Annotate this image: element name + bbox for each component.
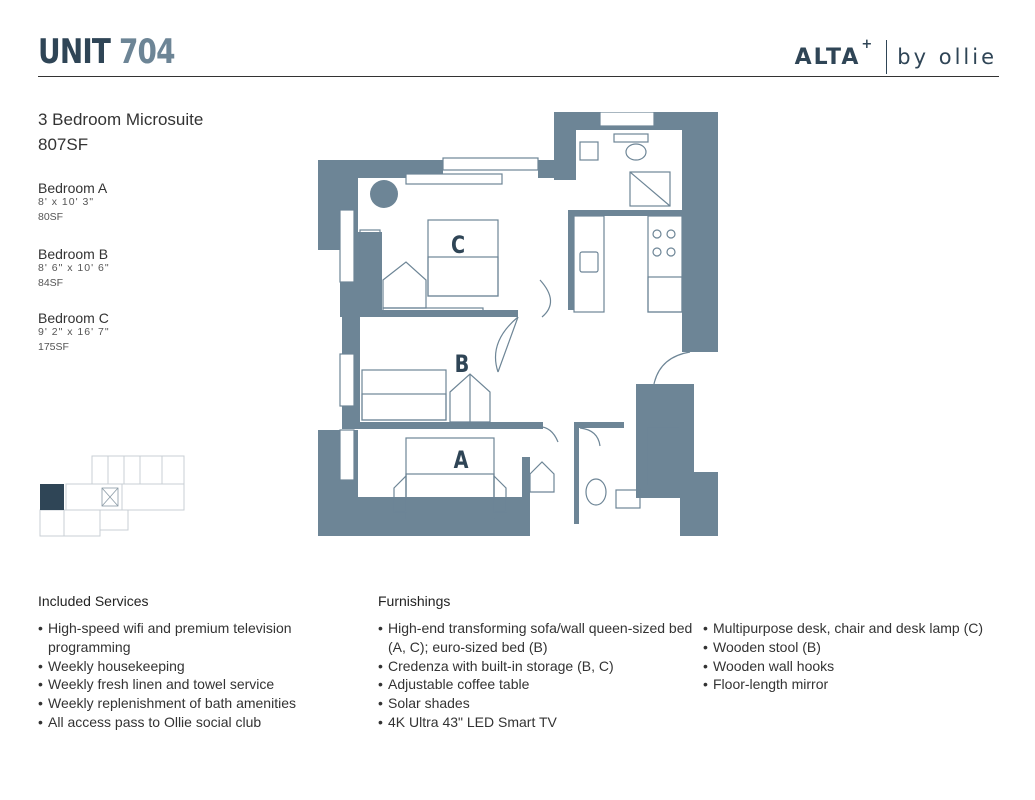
- plan-walls: [318, 112, 718, 536]
- furnishings-list-2: Multipurpose desk, chair and desk lamp (…: [703, 619, 1003, 694]
- unit-title: UNIT 704: [38, 32, 176, 72]
- unit-number: 704: [118, 32, 176, 72]
- list-item: All access pass to Ollie social club: [38, 713, 358, 732]
- bedroom-c-spec: Bedroom C 9' 2" x 16' 7" 175SF: [38, 310, 110, 353]
- list-item: Wooden stool (B): [703, 638, 1003, 657]
- bedroom-dims: 9' 2" x 16' 7": [38, 326, 110, 338]
- list-item: (A, C); euro-sized bed (B): [388, 638, 548, 655]
- suite-area: 807SF: [38, 135, 89, 154]
- list-item: Solar shades: [378, 694, 708, 713]
- list-item: Credenza with built-in storage (B, C): [378, 657, 708, 676]
- list-item: Wooden wall hooks: [703, 657, 1003, 676]
- suite-type: 3 Bedroom Microsuite: [38, 110, 204, 129]
- list-item: Multipurpose desk, chair and desk lamp (…: [703, 619, 1003, 638]
- list-item: Adjustable coffee table: [378, 675, 708, 694]
- list-item: High-speed wifi and premium television: [38, 619, 358, 638]
- brand-plus: +: [861, 36, 875, 52]
- header-rule: [38, 76, 999, 77]
- room-label-c: C: [451, 232, 465, 260]
- list-item: Weekly replenishment of bath amenities: [38, 694, 358, 713]
- list-item: programming: [48, 638, 131, 655]
- bedroom-b-spec: Bedroom B 8' 6" x 10' 6" 84SF: [38, 246, 110, 289]
- bedroom-area: 84SF: [38, 277, 64, 289]
- bedroom-name: Bedroom C: [38, 310, 109, 326]
- furnishings-list-1: High-end transforming sofa/wall queen-si…: [378, 619, 708, 732]
- bedroom-name: Bedroom A: [38, 180, 108, 196]
- services-list: High-speed wifi and premium television p…: [38, 619, 358, 732]
- list-item: High-end transforming sofa/wall queen-si…: [378, 619, 708, 638]
- brand-logo: ALTA+ by ollie: [794, 36, 997, 74]
- furnishings-title: Furnishings: [378, 593, 451, 609]
- floor-plan: C B A: [318, 112, 718, 536]
- unit-label: UNIT: [38, 32, 111, 72]
- bedroom-a-spec: Bedroom A 8' x 10' 3" 80SF: [38, 180, 107, 223]
- list-item: Weekly housekeeping: [38, 657, 358, 676]
- unit-location-marker: [40, 484, 64, 510]
- bedroom-name: Bedroom B: [38, 246, 109, 262]
- brand-name: ALTA+: [794, 36, 875, 70]
- bedroom-dims: 8' x 10' 3": [38, 196, 95, 208]
- room-label-a: A: [454, 447, 469, 475]
- list-item: 4K Ultra 43" LED Smart TV: [378, 713, 708, 732]
- brand-sub: by ollie: [897, 45, 997, 69]
- brand-divider: [886, 40, 888, 74]
- bedroom-area: 80SF: [38, 211, 64, 223]
- list-item: Weekly fresh linen and towel service: [38, 675, 358, 694]
- bedroom-dims: 8' 6" x 10' 6": [38, 262, 110, 274]
- services-title: Included Services: [38, 593, 149, 609]
- list-item: Floor-length mirror: [703, 675, 1003, 694]
- bedroom-area: 175SF: [38, 341, 69, 353]
- key-plan: [39, 455, 185, 537]
- room-label-b: B: [455, 351, 470, 379]
- round-table-icon: [370, 180, 398, 208]
